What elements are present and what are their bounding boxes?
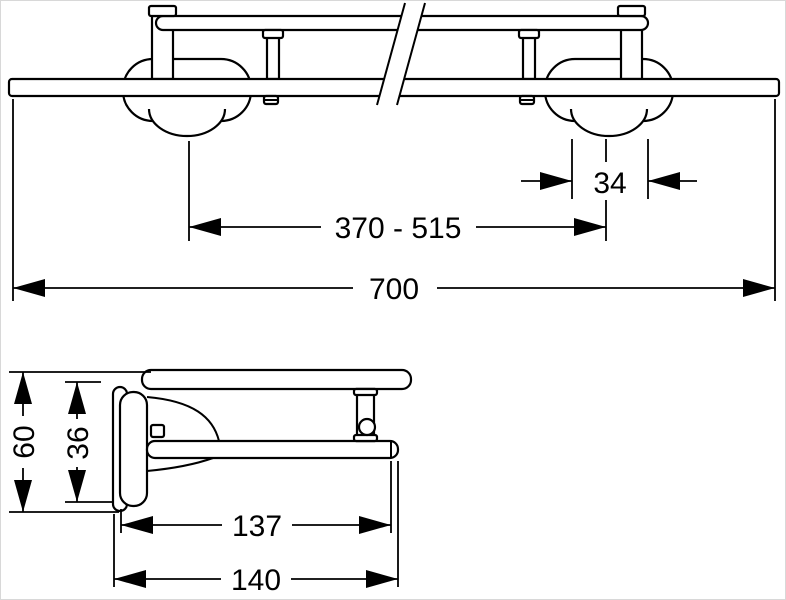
- arrowhead: [121, 516, 153, 534]
- break-line-right: [396, 2, 426, 106]
- dimension-label-60: 60: [8, 425, 41, 458]
- dimension-label-370-515: 370 - 515: [335, 212, 462, 245]
- arrowhead: [540, 172, 572, 190]
- label-mask: [222, 506, 292, 544]
- post-joint-knob: [357, 417, 377, 437]
- left-mount-dome: [147, 108, 227, 138]
- arrowhead: [114, 570, 146, 588]
- arrowhead: [366, 570, 398, 588]
- dimension-height-36: 36: [61, 381, 113, 503]
- upper-rail-side: [140, 368, 413, 391]
- side-view: 60 36 137: [8, 368, 413, 598]
- dimension-offset-34: 34: [521, 139, 697, 241]
- right-post-collar: [517, 28, 541, 40]
- escutcheon-cover: [118, 390, 149, 508]
- label-mask: [221, 560, 291, 598]
- right-mount-dome: [569, 108, 649, 138]
- dimension-span-370-515: 370 - 515: [188, 141, 606, 246]
- dimension-label-36: 36: [62, 426, 95, 459]
- set-screw-detail: [149, 423, 166, 439]
- left-screw-detail: [262, 94, 280, 106]
- left-post-cap: [147, 4, 178, 18]
- arrowhead: [14, 372, 32, 404]
- arrowhead: [68, 470, 86, 502]
- arrowhead: [14, 480, 32, 512]
- right-wall-mount: [543, 57, 675, 138]
- break-symbol: [376, 2, 426, 106]
- dimension-depth-140: 140: [113, 461, 399, 598]
- label-mask: [589, 162, 631, 200]
- arrowhead: [13, 279, 45, 297]
- dimension-label-140: 140: [231, 564, 281, 597]
- dimension-width-700: 700: [12, 99, 776, 307]
- arrowhead: [648, 172, 680, 190]
- label-mask: [9, 416, 37, 468]
- label-mask: [321, 208, 476, 246]
- label-mask: [61, 419, 91, 467]
- dimension-depth-137: 137: [120, 461, 392, 544]
- arrowhead: [359, 516, 391, 534]
- arrowhead: [189, 218, 221, 236]
- front-view: 34 370 - 515 700: [7, 2, 781, 307]
- dimension-label-700: 700: [369, 273, 419, 306]
- towel-bar-side: [145, 439, 400, 460]
- right-screw-detail: [518, 94, 536, 106]
- break-gap: [377, 3, 425, 105]
- right-post-cap: [616, 4, 647, 18]
- arm-lower-curve: [146, 457, 214, 472]
- dimension-label-34: 34: [593, 167, 626, 200]
- left-post-collar: [261, 28, 285, 40]
- dimension-height-60: 60: [8, 371, 151, 513]
- label-mask: [353, 269, 437, 307]
- arrowhead: [574, 218, 606, 236]
- arm-upper-curve: [146, 396, 220, 442]
- post-top-collar: [352, 387, 379, 397]
- break-line-left: [376, 2, 406, 106]
- left-wall-mount: [121, 57, 253, 138]
- arrowhead: [743, 279, 775, 297]
- dimension-label-137: 137: [232, 510, 282, 543]
- arrowhead: [68, 382, 86, 414]
